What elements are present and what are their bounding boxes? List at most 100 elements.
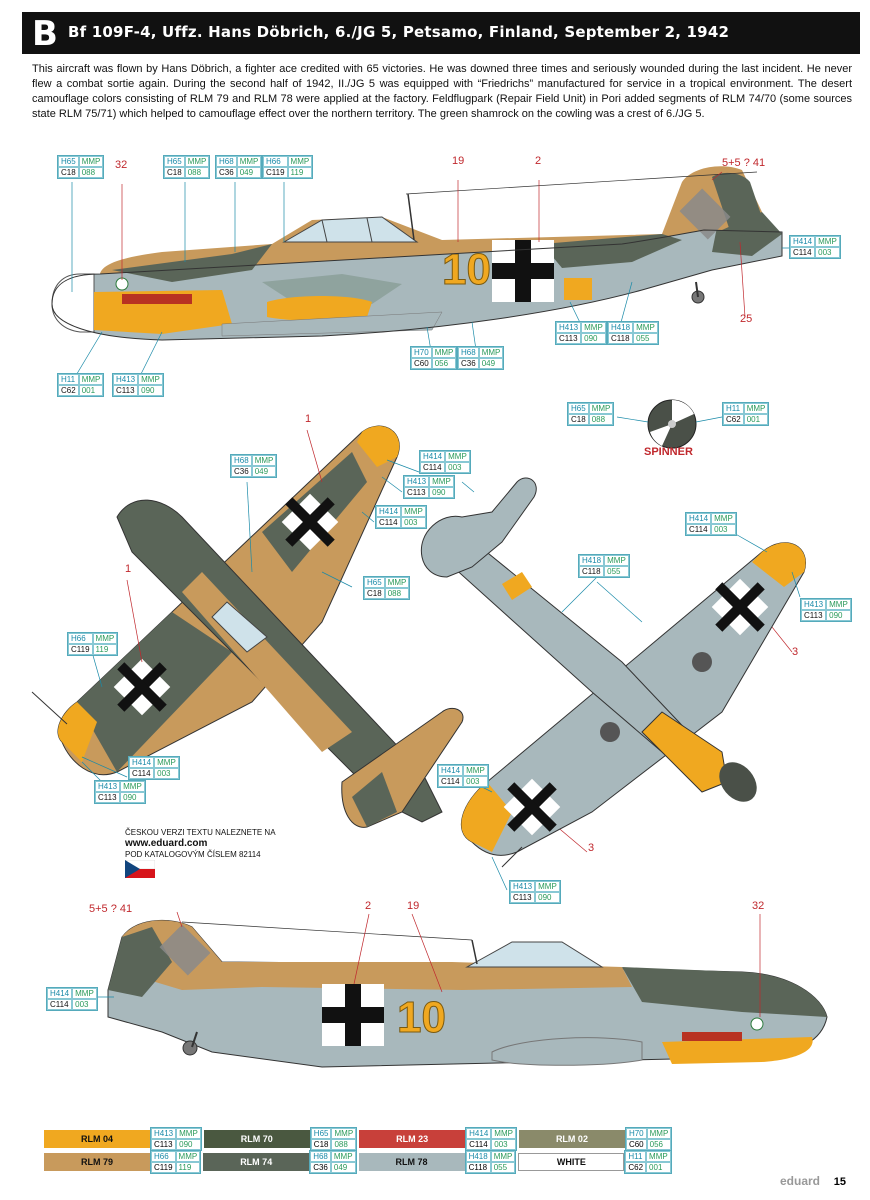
callout-number: 5+5 ? 41 bbox=[722, 157, 766, 169]
right-canopy bbox=[465, 941, 604, 968]
mmp-label: MMP bbox=[176, 1128, 201, 1139]
mmp-code: 003 bbox=[491, 1139, 516, 1150]
mmp-label: MMP bbox=[429, 476, 454, 487]
mmp-code: 088 bbox=[331, 1139, 357, 1150]
mmp-label: MMP bbox=[92, 633, 118, 644]
balkenkreuz bbox=[492, 240, 554, 302]
top-cross-left bbox=[113, 658, 171, 716]
mmp-label: MMP bbox=[588, 403, 614, 414]
humbrol-code: H68 bbox=[216, 156, 237, 167]
callout-number: 3 bbox=[792, 646, 799, 658]
humbrol-code: H414 bbox=[420, 451, 446, 462]
humbrol-code: H414 bbox=[466, 1128, 492, 1139]
mmp-code: 049 bbox=[330, 1162, 356, 1173]
aircraft-artwork: 10 bbox=[31, 166, 828, 1068]
humbrol-code: H66 bbox=[68, 633, 93, 644]
mmp-code: 090 bbox=[535, 892, 560, 903]
callout-number: 2 bbox=[365, 900, 372, 912]
mmp-code: 090 bbox=[581, 333, 606, 344]
mmp-code: 090 bbox=[138, 385, 163, 396]
mmp-code: 003 bbox=[463, 776, 488, 787]
mmp-label: MMP bbox=[646, 1128, 672, 1139]
fuselage-outline bbox=[51, 229, 783, 341]
gunze-code: C18 bbox=[364, 588, 385, 599]
profile-letter: B bbox=[32, 14, 58, 54]
humbrol-code: H65 bbox=[58, 156, 79, 167]
mmp-code: 055 bbox=[633, 333, 658, 344]
callout-number: 2 bbox=[535, 155, 542, 167]
gunze-code: C18 bbox=[568, 414, 589, 425]
humbrol-code: H70 bbox=[411, 347, 432, 358]
canopy bbox=[282, 216, 419, 243]
brand-logo: eduard bbox=[779, 1174, 820, 1188]
right-tail-camo bbox=[108, 927, 172, 997]
antenna-wire bbox=[405, 171, 758, 195]
profile-page: B Bf 109F-4, Uffz. Hans Döbrich, 6./JG 5… bbox=[22, 12, 860, 1192]
legend-swatch: RLM 23 bbox=[359, 1130, 466, 1148]
callout-number: 5+5 ? 41 bbox=[89, 903, 133, 915]
mmp-label: MMP bbox=[287, 156, 313, 167]
humbrol-code: H68 bbox=[458, 347, 479, 358]
mmp-code: 088 bbox=[384, 588, 410, 599]
gunze-code: C118 bbox=[465, 1162, 491, 1173]
eduard-link[interactable]: www.eduard.com bbox=[125, 838, 208, 849]
humbrol-code: H70 bbox=[625, 1128, 647, 1139]
gunze-code: C18 bbox=[310, 1139, 332, 1150]
czech-note: ČESKOU VERZI TEXTU NALEZNETE NA www.edua… bbox=[125, 827, 276, 860]
humbrol-code: H11 bbox=[625, 1151, 647, 1162]
callout-number: 32 bbox=[115, 159, 128, 171]
humbrol-code: H68 bbox=[310, 1151, 331, 1162]
humbrol-code: H418 bbox=[579, 555, 605, 566]
mmp-label: MMP bbox=[490, 1151, 516, 1162]
humbrol-code: H413 bbox=[151, 1128, 177, 1139]
yellow-band bbox=[564, 278, 592, 300]
wingtip-yellow bbox=[57, 702, 97, 762]
swastika-position bbox=[679, 188, 731, 240]
profile-header: B Bf 109F-4, Uffz. Hans Döbrich, 6./JG 5… bbox=[22, 12, 860, 54]
mmp-label: MMP bbox=[743, 403, 769, 414]
gunze-code: C114 bbox=[438, 776, 464, 787]
humbrol-code: H414 bbox=[47, 988, 73, 999]
mmp-label: MMP bbox=[431, 347, 457, 358]
humbrol-code: H414 bbox=[438, 765, 464, 776]
humbrol-code: H68 bbox=[231, 455, 252, 466]
mmp-label: MMP bbox=[445, 451, 470, 462]
bottom-pitot bbox=[501, 846, 523, 868]
mmp-label: MMP bbox=[604, 555, 629, 566]
right-fuselage-number: 10 bbox=[397, 993, 446, 1042]
mmp-code: 090 bbox=[429, 487, 454, 498]
gunze-code: C113 bbox=[95, 792, 121, 803]
right-shamrock-badge bbox=[750, 1017, 764, 1031]
gunze-code: C114 bbox=[129, 768, 155, 779]
spinner-white bbox=[51, 273, 95, 333]
leader-lines-mid bbox=[81, 459, 420, 798]
wheel-well bbox=[692, 652, 712, 672]
spinner-label: SPINNER bbox=[644, 446, 693, 458]
mmp-label: MMP bbox=[251, 455, 277, 466]
wing-underside bbox=[221, 311, 443, 337]
mmp-code: 001 bbox=[78, 385, 104, 396]
czech-note-line1: ČESKOU VERZI TEXTU NALEZNETE NA bbox=[125, 828, 276, 837]
mmp-code: 003 bbox=[154, 768, 179, 779]
right-cowl-yellow bbox=[662, 1037, 813, 1064]
czech-note-line2: POD KATALOGOVÝM ČÍSLEM 82114 bbox=[125, 850, 261, 859]
humbrol-code: H65 bbox=[164, 156, 185, 167]
callout-number: 25 bbox=[740, 313, 753, 325]
canopy-frame bbox=[321, 219, 328, 243]
right-tail-strut bbox=[191, 1031, 198, 1048]
humbrol-code: H413 bbox=[404, 476, 430, 487]
humbrol-code: H65 bbox=[568, 403, 589, 414]
mmp-code: 049 bbox=[236, 167, 262, 178]
wingtip-yellow bbox=[357, 426, 400, 467]
